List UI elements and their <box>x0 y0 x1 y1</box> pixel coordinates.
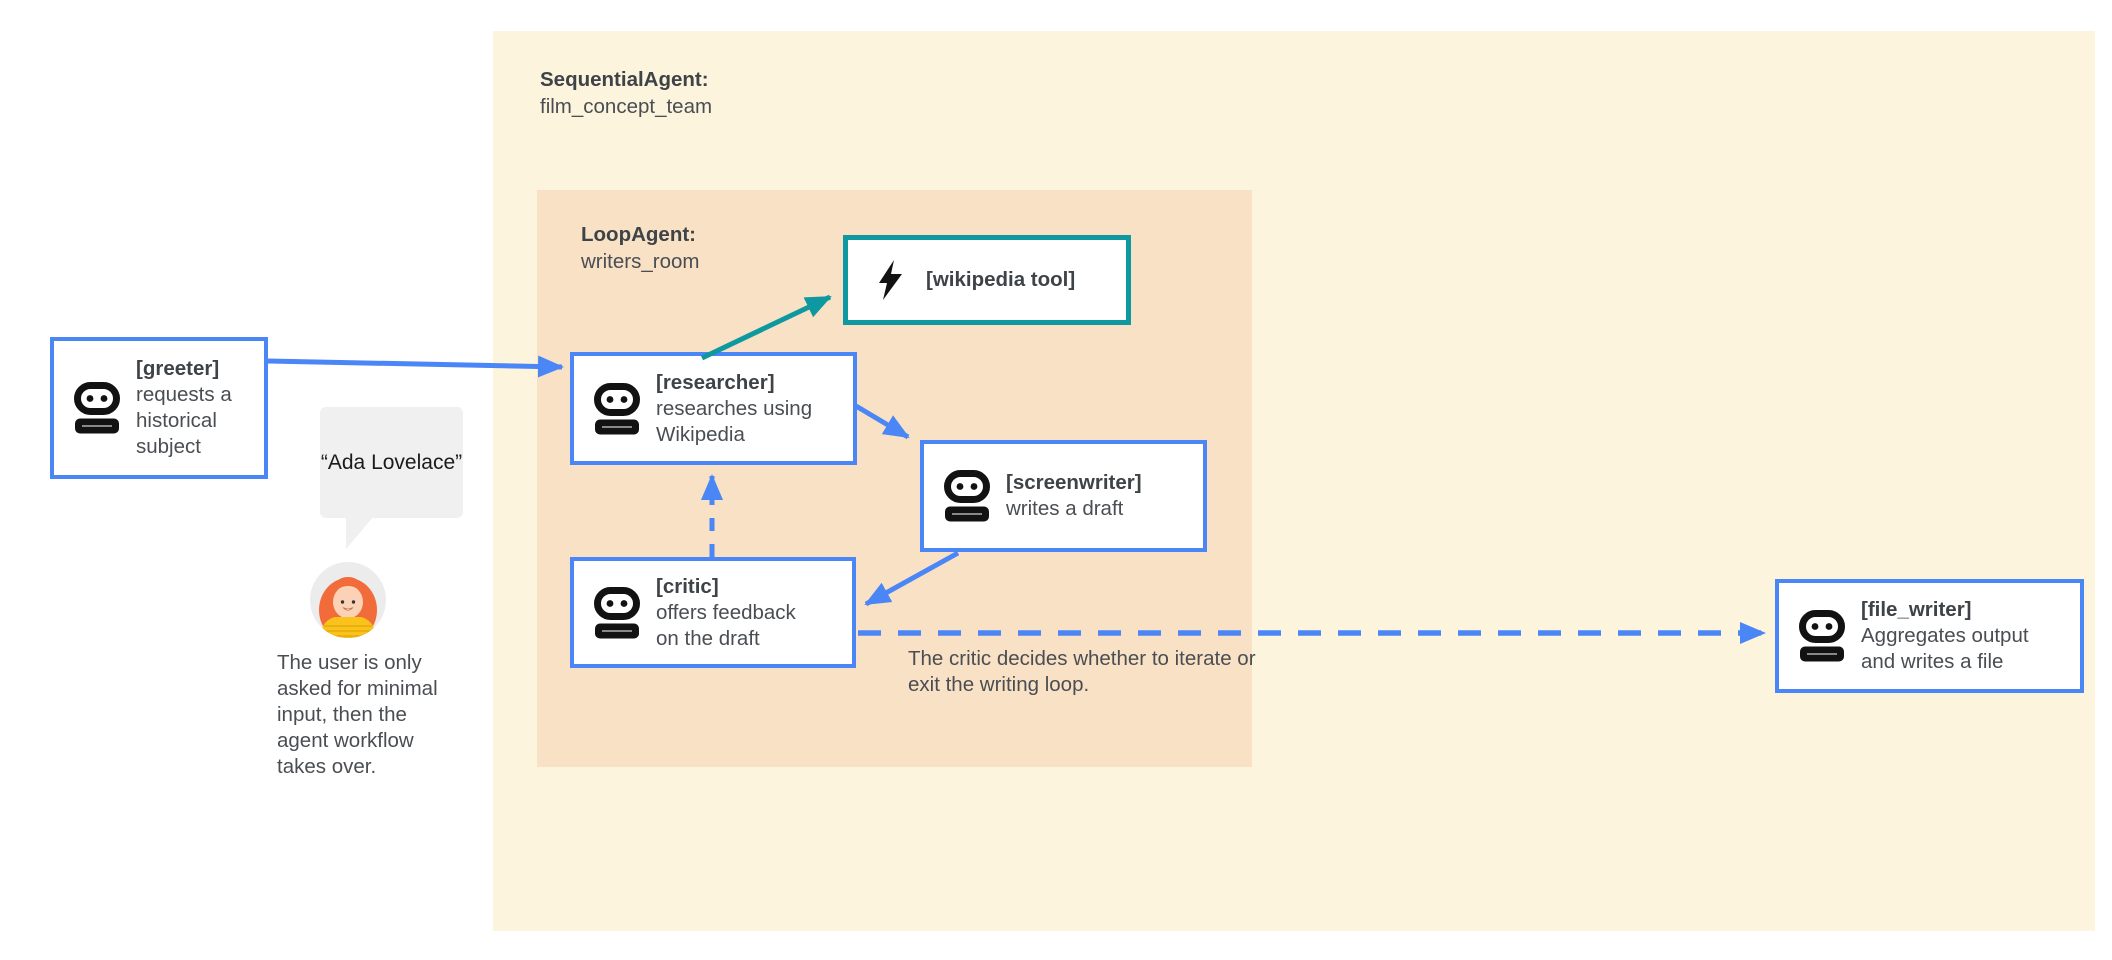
sequential-agent-type: SequentialAgent: <box>540 68 709 91</box>
loop-agent-type: LoopAgent: <box>581 223 696 246</box>
node-label: [researcher] <box>656 370 775 394</box>
user-avatar <box>310 562 386 638</box>
node-wikipedia-tool: [wikipedia tool] <box>843 235 1131 325</box>
speech-bubble-text: “Ada Lovelace” <box>320 451 463 474</box>
robot-agent-icon <box>1799 610 1845 662</box>
node-label: [wikipedia tool] <box>926 268 1076 291</box>
robot-agent-icon <box>594 586 640 638</box>
node-description: Aggregates output and writes a file <box>1861 624 2029 673</box>
robot-agent-icon <box>74 382 120 434</box>
robot-agent-icon <box>944 470 990 522</box>
speech-bubble-tail <box>346 516 374 549</box>
sequential-agent-label: SequentialAgent: film_concept_team <box>540 66 712 120</box>
node-researcher: [researcher] researches using Wikipedia <box>570 352 857 465</box>
loop-agent-label: LoopAgent: writers_room <box>581 221 699 275</box>
sequential-agent-name: film_concept_team <box>540 95 713 118</box>
node-label: [critic] <box>656 574 719 598</box>
node-label: [screenwriter] <box>1006 471 1142 494</box>
node-description: offers feedback on the draft <box>656 600 796 650</box>
node-label: [greeter] <box>136 357 220 380</box>
node-file-writer: [file_writer] Aggregates output and writ… <box>1775 579 2084 693</box>
node-description: requests a historical subject <box>136 383 232 458</box>
loop-agent-name: writers_room <box>581 250 700 273</box>
node-critic: [critic] offers feedback on the draft <box>570 557 856 668</box>
robot-agent-icon <box>594 382 640 434</box>
node-label: [file_writer] <box>1861 598 1972 621</box>
lightning-bolt-icon <box>879 260 902 300</box>
node-screenwriter: [screenwriter] writes a draft <box>920 440 1207 552</box>
user-note: The user is only asked for minimal input… <box>277 651 438 778</box>
node-description: researches using Wikipedia <box>656 396 813 446</box>
loop-exit-note: The critic decides whether to iterate or… <box>908 647 1256 696</box>
node-greeter: [greeter] requests a historical subject <box>50 337 268 479</box>
speech-bubble: “Ada Lovelace” <box>320 407 463 518</box>
node-description: writes a draft <box>1006 497 1124 520</box>
